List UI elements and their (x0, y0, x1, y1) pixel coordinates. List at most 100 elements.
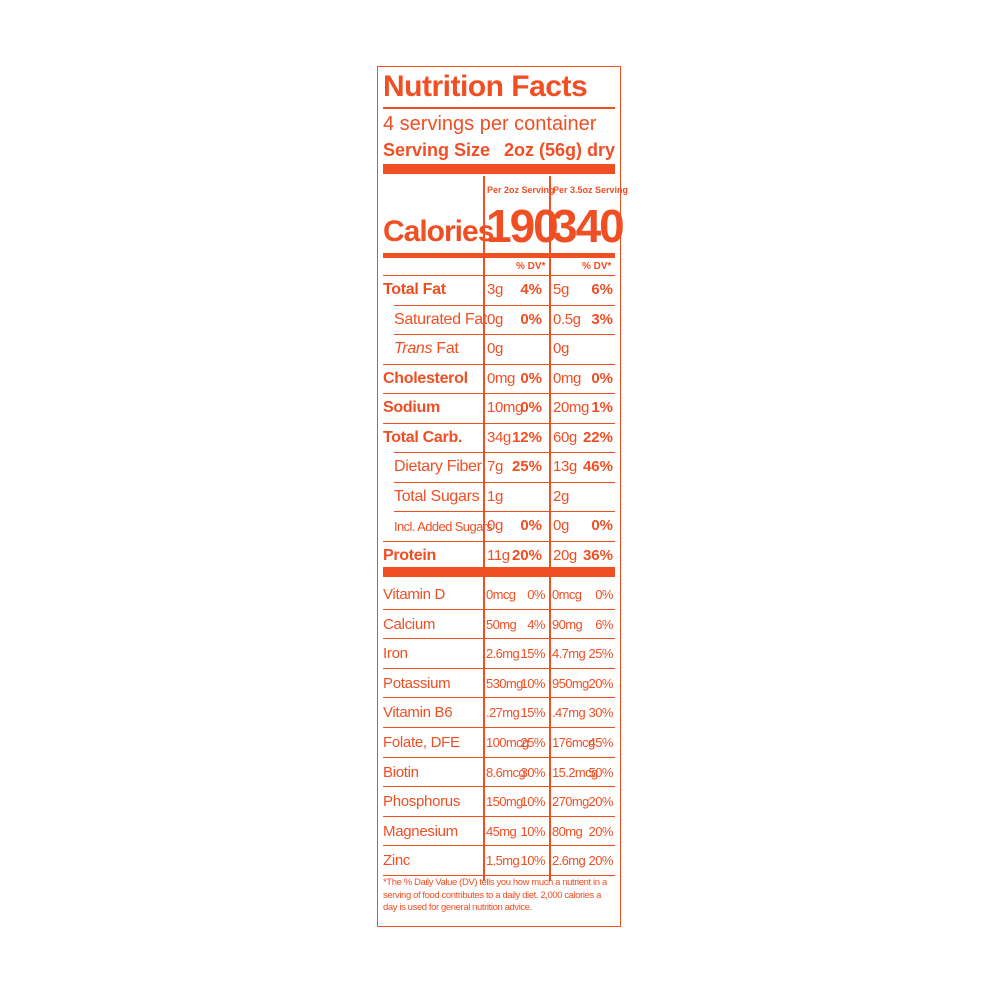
dv-percent-per-2oz: 12% (511, 428, 542, 446)
amount-per-3-5oz: 2g (553, 487, 569, 505)
amount-per-2oz: 0g (487, 517, 503, 534)
calories-per-2oz: 190 (486, 200, 559, 252)
dv-percent-per-3-5oz: 0% (591, 517, 613, 534)
row-divider (394, 452, 615, 453)
row-divider (383, 638, 615, 640)
daily-value-footnote: *The % Daily Value (DV) tells you how mu… (383, 877, 607, 913)
dv-percent-per-3-5oz: 0% (591, 369, 613, 387)
amount-per-2oz: 10mg (487, 399, 523, 416)
amount-per-2oz: 1.5mg (486, 853, 520, 869)
row-divider (383, 667, 615, 669)
amount-per-2oz: 1g (487, 487, 503, 505)
nutrient-label: Total Sugars (394, 487, 480, 505)
amount-per-3-5oz: 80mg (552, 823, 583, 839)
amount-per-3-5oz: 0mg (553, 369, 581, 387)
dv-header-col1: % DV* (516, 261, 546, 272)
nutrient-label: Total Carb. (383, 428, 463, 446)
micronutrient-label: Potassium (383, 674, 451, 692)
amount-per-2oz: 150mg (486, 794, 523, 810)
serving-divider-bar (383, 164, 615, 174)
dv-percent-per-3-5oz: 3% (591, 310, 613, 328)
amount-per-3-5oz: 270mg (552, 794, 589, 810)
dv-percent-per-2oz: 0% (520, 399, 542, 416)
amount-per-2oz: 50mg (486, 616, 517, 632)
dv-percent-per-3-5oz: 20% (588, 823, 613, 839)
amount-per-3-5oz: 0mcg (552, 587, 582, 602)
nutrient-label: Protein (383, 546, 437, 564)
row-divider (383, 726, 615, 728)
amount-per-2oz: 8.6mcg (486, 764, 526, 780)
amount-per-2oz: 11g (487, 546, 510, 564)
dv-percent-per-3-5oz: 45% (588, 735, 613, 750)
amount-per-3-5oz: 90mg (552, 616, 583, 632)
nutrient-label: Sodium (383, 399, 440, 416)
serving-size: Serving Size 2oz (56g) dry (383, 139, 615, 161)
row-divider (383, 786, 615, 788)
row-divider (383, 815, 615, 817)
dv-percent-per-3-5oz: 20% (588, 794, 613, 810)
servings-per-container: 4 servings per container (383, 113, 597, 135)
micronutrient-label: Biotin (383, 763, 419, 781)
column-divider-2 (549, 176, 551, 881)
calories-label: Calories (383, 215, 494, 248)
row-divider (394, 481, 615, 483)
dv-percent-per-2oz: 20% (511, 546, 542, 564)
dv-percent-per-2oz: 0% (520, 369, 542, 387)
title-divider (383, 107, 615, 109)
amount-per-2oz: 3g (487, 281, 503, 298)
amount-per-3-5oz: 15.2mcg (552, 764, 598, 780)
dv-percent-per-3-5oz: 1% (591, 399, 613, 416)
row-divider (383, 608, 615, 610)
amount-per-2oz: 0g (487, 310, 503, 328)
nutrient-label-rest: Fat (432, 340, 459, 357)
nutrient-label: Total Fat (383, 281, 446, 298)
dv-percent-per-3-5oz: 20% (588, 853, 613, 869)
nutrient-label-italic: Trans (394, 340, 433, 357)
dv-percent-per-3-5oz: 50% (588, 764, 613, 780)
amount-per-3-5oz: 950mg (552, 675, 589, 691)
dv-percent-per-2oz: 10% (520, 675, 545, 691)
micronutrient-label: Vitamin D (383, 586, 446, 603)
nutrient-label: Trans Fat (394, 340, 459, 358)
amount-per-2oz: 100mcg (486, 735, 529, 750)
dv-percent-per-3-5oz: 6% (595, 616, 613, 632)
dv-percent-per-3-5oz: 46% (582, 458, 613, 475)
serving-size-value: 2oz (56g) dry (503, 140, 615, 160)
dv-percent-per-2oz: 30% (520, 764, 545, 780)
amount-per-2oz: 0g (487, 340, 503, 357)
amount-per-3-5oz: .47mg (552, 705, 586, 721)
row-divider (383, 697, 615, 699)
nutrient-label: Incl. Added Sugars (394, 519, 493, 534)
amount-per-2oz: 7g (487, 458, 503, 475)
dv-percent-per-3-5oz: 36% (582, 546, 613, 564)
dv-percent-per-2oz: 25% (520, 735, 545, 750)
serving-size-label: Serving Size (383, 140, 491, 160)
row-divider (383, 393, 615, 394)
dv-percent-per-2oz: 0% (527, 587, 545, 602)
micronutrient-divider-bar (383, 567, 615, 577)
dv-percent-per-3-5oz: 25% (588, 646, 613, 662)
amount-per-3-5oz: 2.6mg (552, 853, 586, 869)
nutrient-label: Dietary Fiber (394, 458, 482, 475)
nutrient-label: Saturated Fat (394, 310, 488, 328)
amount-per-3-5oz: 20mg (553, 399, 589, 416)
amount-per-3-5oz: 0g (553, 517, 569, 534)
column-header-per-2oz: Per 2oz Serving (487, 185, 555, 195)
nutrition-facts-panel: Nutrition Facts 4 servings per container… (377, 66, 628, 927)
column-header-per-3-5oz: Per 3.5oz Serving (553, 185, 629, 195)
dv-percent-per-2oz: 4% (527, 616, 545, 632)
amount-per-3-5oz: 20g (553, 546, 577, 564)
